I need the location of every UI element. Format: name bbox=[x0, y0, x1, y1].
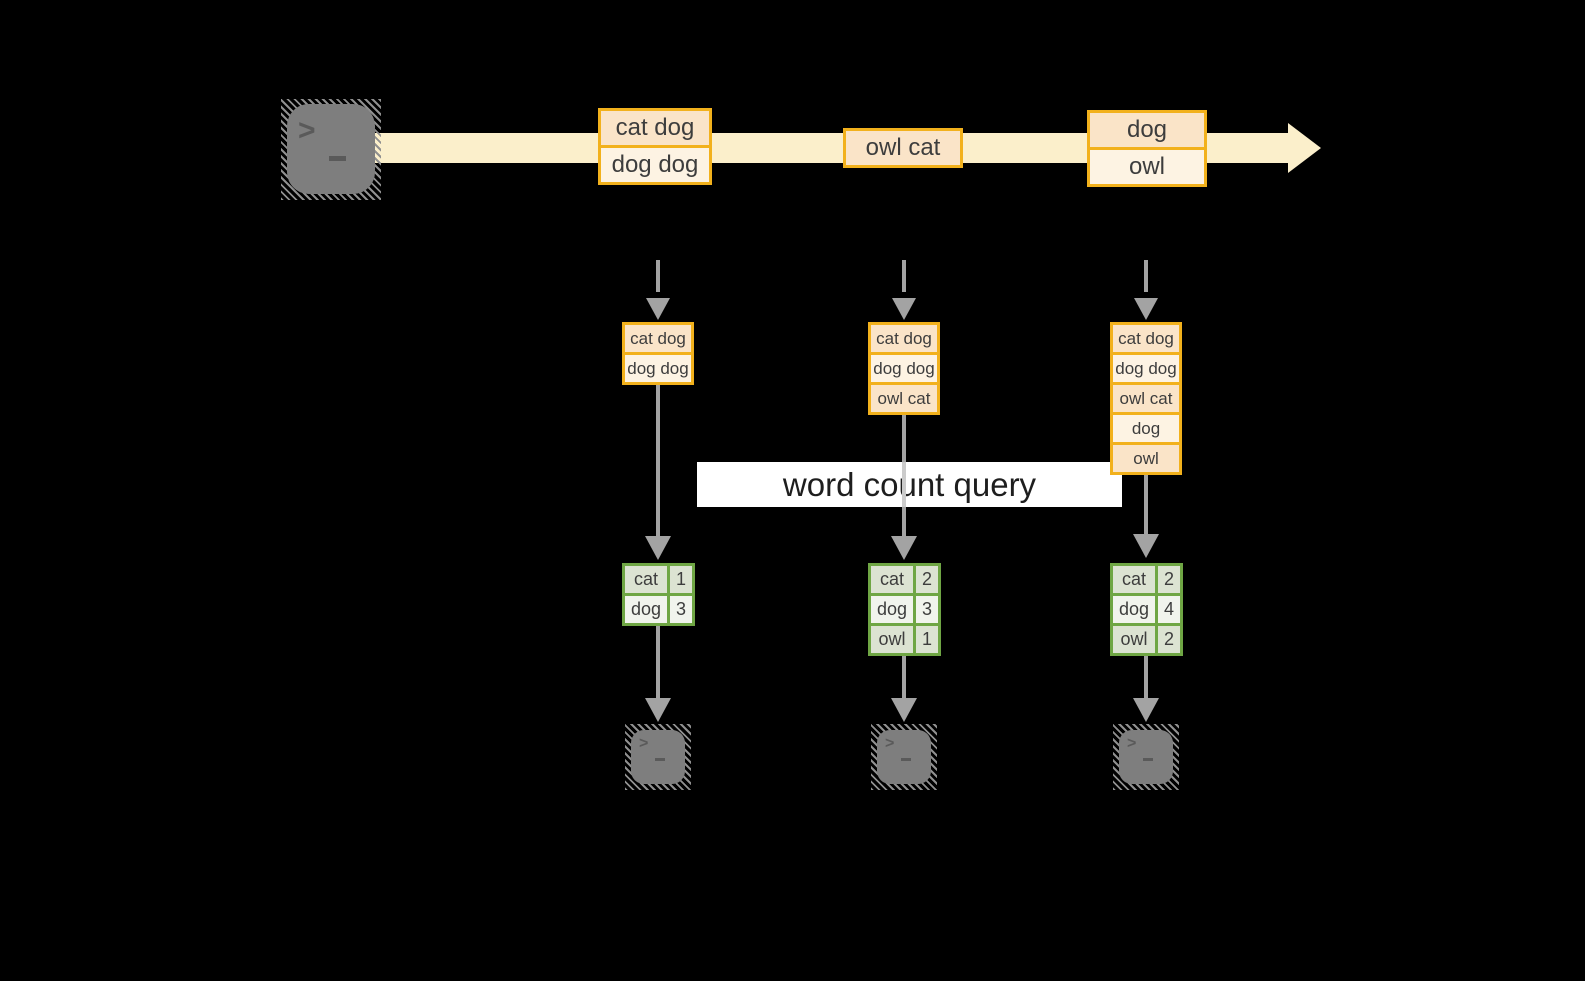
terminal-prompt-icon: > bbox=[298, 114, 316, 147]
count-row: dog 3 bbox=[871, 593, 938, 623]
arrow-line bbox=[1144, 656, 1148, 698]
buffer-row: cat dog bbox=[1113, 325, 1179, 352]
count-row: cat 2 bbox=[871, 566, 938, 593]
count-cell: 1 bbox=[916, 626, 938, 653]
stream-event-box-2: owl cat bbox=[843, 128, 963, 168]
source-terminal-icon: > bbox=[281, 99, 381, 200]
buffer-row: owl cat bbox=[1113, 382, 1179, 412]
terminal-body: > bbox=[631, 730, 685, 784]
terminal-body: > bbox=[287, 104, 375, 194]
sink-terminal-icon: > bbox=[1113, 724, 1179, 790]
buffer-row: cat dog bbox=[871, 325, 937, 352]
count-table-1: cat 1 dog 3 bbox=[622, 563, 695, 626]
dashed-arrow-line bbox=[902, 260, 906, 292]
word-cell: owl bbox=[871, 626, 916, 653]
count-table-3: cat 2 dog 4 owl 2 bbox=[1110, 563, 1183, 656]
arrow-head-icon bbox=[645, 536, 671, 560]
buffer-row: owl bbox=[1113, 442, 1179, 472]
terminal-cursor-icon bbox=[901, 758, 911, 761]
word-cell: dog bbox=[1113, 596, 1158, 623]
arrow-line bbox=[656, 385, 660, 536]
count-cell: 3 bbox=[670, 596, 692, 623]
buffer-stack-3: cat dog dog dog owl cat dog owl bbox=[1110, 322, 1182, 475]
dashed-arrow-head-icon bbox=[646, 298, 670, 320]
buffer-row: owl cat bbox=[871, 382, 937, 412]
arrow-head-icon bbox=[645, 698, 671, 722]
terminal-prompt-icon: > bbox=[1127, 735, 1137, 752]
word-cell: cat bbox=[1113, 566, 1158, 593]
dashed-arrow-head-icon bbox=[892, 298, 916, 320]
count-row: dog 3 bbox=[625, 593, 692, 623]
arrow-line bbox=[902, 656, 906, 698]
terminal-cursor-icon bbox=[655, 758, 665, 761]
count-cell: 4 bbox=[1158, 596, 1180, 623]
event-row: dog bbox=[1090, 113, 1204, 147]
dashed-arrow-head-icon bbox=[1134, 298, 1158, 320]
buffer-row: dog dog bbox=[871, 352, 937, 382]
arrow-head-icon bbox=[891, 536, 917, 560]
event-row: owl bbox=[1090, 147, 1204, 184]
terminal-prompt-icon: > bbox=[885, 735, 895, 752]
terminal-cursor-icon bbox=[329, 156, 346, 161]
count-row: cat 2 bbox=[1113, 566, 1180, 593]
count-cell: 2 bbox=[1158, 626, 1180, 653]
terminal-body: > bbox=[1119, 730, 1173, 784]
stream-event-box-1: cat dog dog dog bbox=[598, 108, 712, 185]
count-cell: 3 bbox=[916, 596, 938, 623]
event-row: owl cat bbox=[846, 131, 960, 165]
arrow-head-icon bbox=[1133, 698, 1159, 722]
stream-arrow-head-icon bbox=[1288, 123, 1321, 173]
buffer-row: dog dog bbox=[1113, 352, 1179, 382]
dashed-arrow-line bbox=[656, 260, 660, 292]
terminal-body: > bbox=[877, 730, 931, 784]
event-row: cat dog bbox=[601, 111, 709, 145]
word-cell: dog bbox=[625, 596, 670, 623]
count-cell: 1 bbox=[670, 566, 692, 593]
count-row: owl 2 bbox=[1113, 623, 1180, 653]
buffer-stack-1: cat dog dog dog bbox=[622, 322, 694, 385]
word-cell: cat bbox=[625, 566, 670, 593]
query-label: word count query bbox=[697, 462, 1122, 507]
sink-terminal-icon: > bbox=[871, 724, 937, 790]
arrow-line bbox=[1144, 475, 1148, 534]
arrow-line bbox=[656, 626, 660, 698]
word-cell: dog bbox=[871, 596, 916, 623]
event-row: dog dog bbox=[601, 145, 709, 182]
arrow-head-icon bbox=[891, 698, 917, 722]
word-cell: cat bbox=[871, 566, 916, 593]
buffer-row: dog dog bbox=[625, 352, 691, 382]
count-table-2: cat 2 dog 3 owl 1 bbox=[868, 563, 941, 656]
terminal-cursor-icon bbox=[1143, 758, 1153, 761]
count-row: owl 1 bbox=[871, 623, 938, 653]
word-cell: owl bbox=[1113, 626, 1158, 653]
count-row: dog 4 bbox=[1113, 593, 1180, 623]
count-row: cat 1 bbox=[625, 566, 692, 593]
terminal-prompt-icon: > bbox=[639, 735, 649, 752]
buffer-row: cat dog bbox=[625, 325, 691, 352]
count-cell: 2 bbox=[1158, 566, 1180, 593]
arrow-head-icon bbox=[1133, 534, 1159, 558]
dashed-arrow-line bbox=[1144, 260, 1148, 292]
sink-terminal-icon: > bbox=[625, 724, 691, 790]
stream-event-box-3: dog owl bbox=[1087, 110, 1207, 187]
arrow-line-through-label bbox=[902, 462, 906, 507]
buffer-row: dog bbox=[1113, 412, 1179, 442]
count-cell: 2 bbox=[916, 566, 938, 593]
buffer-stack-2: cat dog dog dog owl cat bbox=[868, 322, 940, 415]
